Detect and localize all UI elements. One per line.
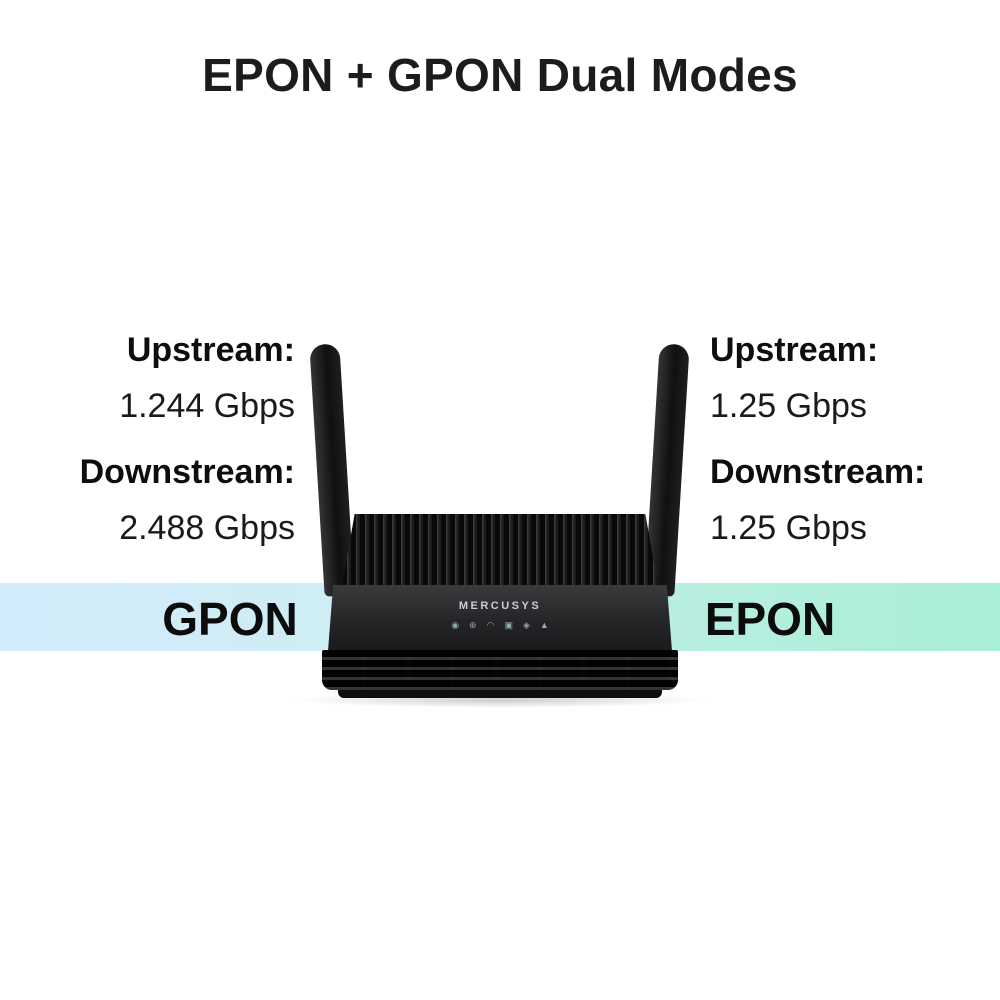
led-row: ◉ ⊕ ◠ ▣ ◈ ▲ [328,620,672,631]
epon-upstream-value: 1.25 Gbps [710,387,867,425]
brand-logo: MERCUSYS [458,600,542,612]
gpon-downstream-value: 2.488 Gbps [119,509,295,547]
lan-led-icon: ▣ [504,620,513,630]
epon-mode-label: EPON [704,593,836,645]
epon-spec-block: Upstream: 1.25 Gbps Downstream: 1.25 Gbp… [710,333,925,577]
power-led-icon: ◉ [451,620,460,630]
gpon-spec-block: Upstream: 1.244 Gbps Downstream: 2.488 G… [80,333,295,577]
los-led-icon: ▲ [539,620,549,630]
device-base [338,690,662,698]
epon-downstream-value: 1.25 Gbps [710,509,867,547]
epon-downstream-label: Downstream: [710,453,926,491]
gpon-mode-label: GPON [162,593,298,645]
internet-led-icon: ⊕ [469,620,477,630]
device-heatsink-fins [342,514,658,586]
gpon-upstream-label: Upstream: [126,331,295,369]
epon-upstream-label: Upstream: [710,331,879,369]
gpon-downstream-label: Downstream: [79,453,295,491]
page-title: EPON + GPON Dual Modes [202,49,798,101]
device-front-panel: MERCUSYS ◉ ⊕ ◠ ▣ ◈ ▲ [328,585,672,651]
pon-led-icon: ◈ [522,620,530,630]
gpon-upstream-value: 1.244 Gbps [119,387,295,425]
device-vent-grille [322,650,678,690]
wifi-led-icon: ◠ [486,620,495,630]
